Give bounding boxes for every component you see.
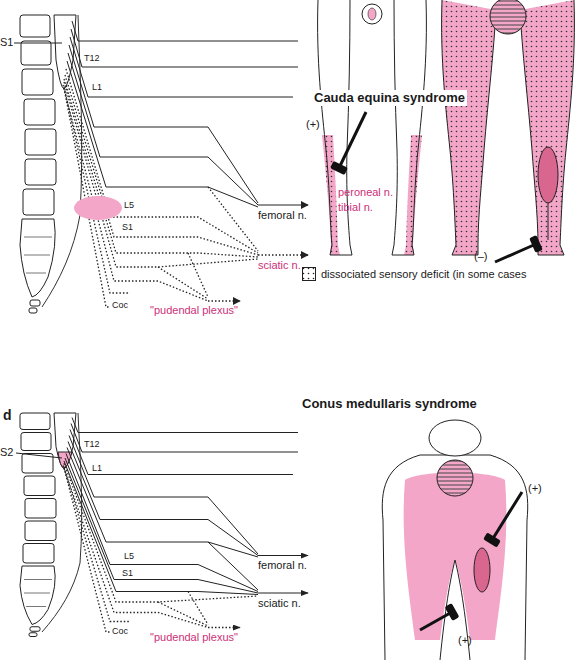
vertebra-label: L1	[92, 83, 102, 93]
spine-roots-bottom	[20, 413, 308, 637]
nerve-label: femoral n.	[258, 209, 307, 221]
reflex-sign: (+)	[528, 482, 542, 494]
vertebra-label: Coc	[112, 301, 128, 311]
reflex-sign: (+)	[458, 634, 472, 646]
vertebra-label: L1	[92, 464, 102, 474]
leader-line	[16, 453, 62, 458]
reflex-hammer	[495, 235, 543, 262]
panel-title: Conus medullaris syndrome	[300, 396, 479, 412]
panel-letter: d	[3, 408, 12, 423]
vertebra-label: L5	[124, 552, 134, 562]
reflex-hammer	[330, 112, 366, 175]
legs-figure-back	[442, 0, 575, 255]
nerve-label: sciatic n.	[258, 259, 301, 271]
nerve-label: femoral n.	[258, 559, 307, 571]
vertebra-label: T12	[84, 440, 100, 450]
legend-item: dissociated sensory deficit (in some cas…	[300, 266, 528, 282]
vertebra-label: S1	[122, 223, 133, 233]
reflex-hammer	[420, 603, 459, 630]
nerve-label: tibial n.	[338, 201, 373, 213]
panel-title: Cauda equina syndrome	[312, 90, 467, 106]
body-figure	[382, 420, 527, 660]
nerve-label: "pudendal plexus"	[150, 304, 238, 316]
legend-swatch	[302, 267, 316, 281]
nerve-label: sciatic n.	[258, 597, 301, 609]
reflex-hammer	[483, 492, 522, 548]
reflex-sign: (–)	[474, 250, 487, 262]
segment-label: S1	[0, 36, 13, 48]
vertebra-label: T12	[84, 54, 100, 64]
legend-text: dissociated sensory deficit (in some cas…	[321, 268, 526, 280]
reflex-sign: (+)	[306, 118, 320, 130]
spine-roots-top	[20, 15, 308, 313]
lesion	[74, 196, 122, 220]
leader-line	[14, 43, 62, 44]
vertebra-label: L5	[124, 201, 134, 211]
vertebra-label: Coc	[112, 627, 128, 637]
segment-label: S2	[0, 446, 13, 458]
legs-figure-front	[318, 0, 427, 255]
vertebra-label: S1	[122, 569, 133, 579]
nerve-label: peroneal n.	[338, 186, 393, 198]
nerve-label: "pudendal plexus"	[150, 631, 238, 643]
